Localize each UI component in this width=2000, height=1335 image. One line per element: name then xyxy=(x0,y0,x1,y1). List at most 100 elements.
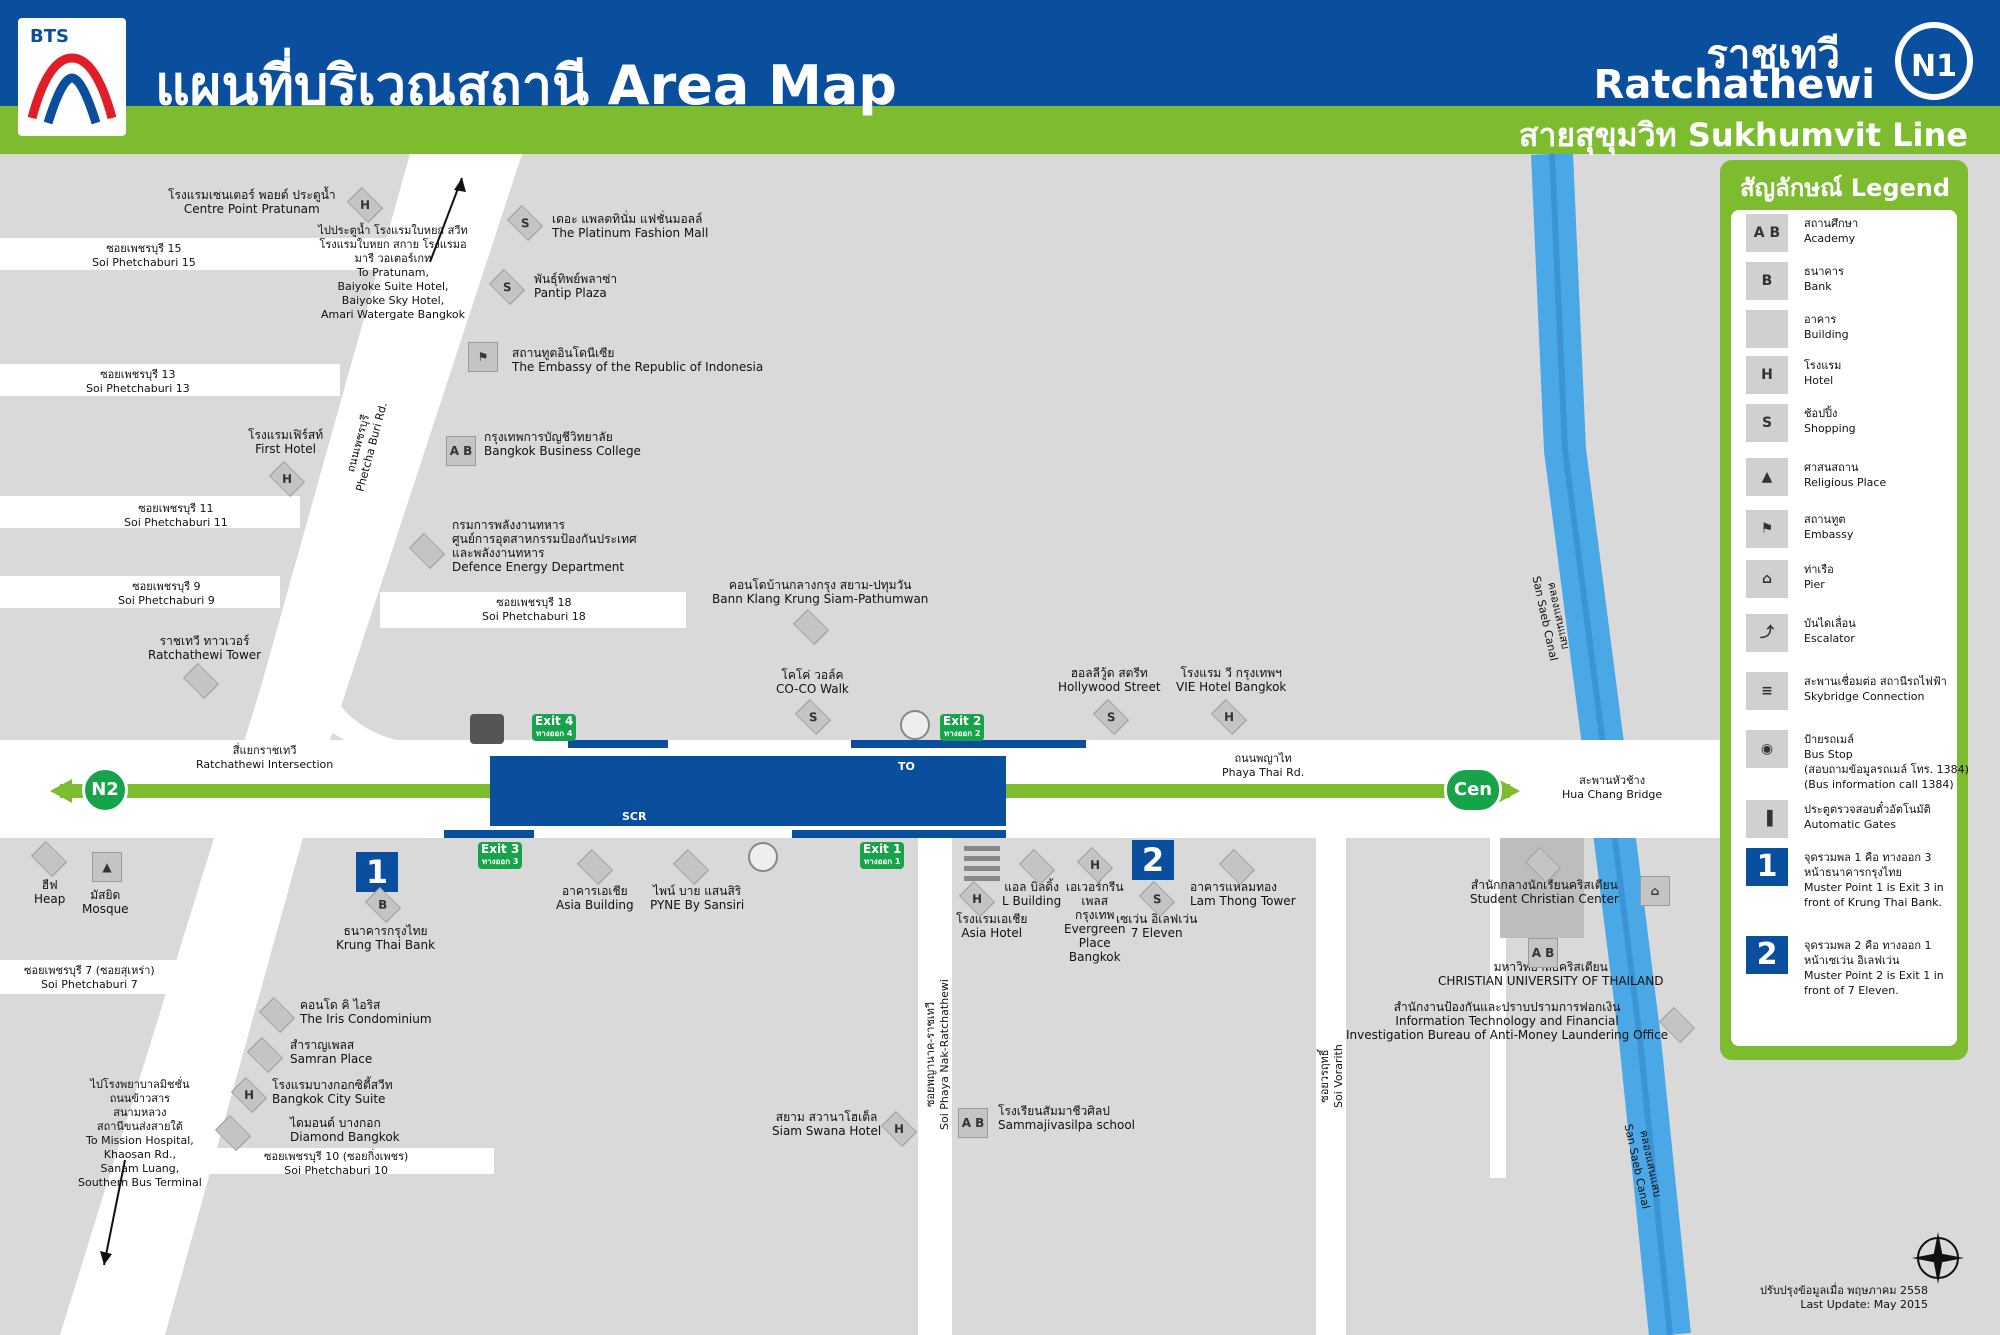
place-ratchathewi-tower-en: Ratchathewi Tower xyxy=(148,648,262,662)
road-label-soi18-th: ซอยเพชรบุรี 18 xyxy=(496,596,572,609)
place-sammajivasilpa-th: โรงเรียนสัมมาชีวศิลป xyxy=(998,1104,1110,1118)
road-label-soi15-en: Soi Phetchaburi 15 xyxy=(92,256,196,269)
road-label-bridge-th: สะพานหัวช้าง xyxy=(1579,774,1646,787)
direction-north-en-3: Baiyoke Sky Hotel, xyxy=(341,294,445,307)
road-label-naksoi: ซอยพญานาค-ราชเทวีSoi Phaya Nak-Ratchathe… xyxy=(924,979,952,1130)
marker-glyph: ▲ xyxy=(102,860,112,874)
to-gate-label: TO xyxy=(898,760,915,773)
escalator-icon xyxy=(470,714,504,744)
station-code-badge: N1 xyxy=(1895,22,1973,100)
arrow-north xyxy=(429,177,463,263)
road-label-naksoi-th: ซอยพญานาค-ราชเทวี xyxy=(924,1001,937,1108)
place-defence-th-2: ศูนย์การอุตสาหกรรมป้องกันประเทศ xyxy=(452,532,637,546)
place-hollywood-th: ฮอลลีวู้ด สตรีท xyxy=(1070,666,1148,680)
station-node-cen[interactable]: Cen xyxy=(1444,767,1502,813)
road-label-vorarith-th: ซอยวรฤทธิ์ xyxy=(1318,1049,1331,1103)
bus-stop-icon xyxy=(748,842,778,872)
direction-north-en-4: Amari Watergate Bangkok xyxy=(321,308,465,321)
road-label-soi11-th: ซอยเพชรบุรี 11 xyxy=(138,502,214,515)
muster-point-1-icon: 1 xyxy=(1746,848,1788,886)
bts-logo xyxy=(18,18,126,136)
place-diamond-th: ไดมอนด์ บางกอก xyxy=(290,1116,381,1130)
station-name-thai: ราชเทวี xyxy=(1706,32,1840,78)
place-krung-thai-bank-en: Krung Thai Bank xyxy=(336,938,436,952)
marker-glyph: H xyxy=(243,1088,255,1102)
road-soi15 xyxy=(0,238,390,270)
direction-south-th-2: ถนนข้าวสาร xyxy=(109,1092,171,1105)
place-sammajivasilpa-en: Sammajivasilpa school xyxy=(998,1118,1136,1132)
road-label-soi7: ซอยเพชรบุรี 7 (ซอยสุเหร่า)Soi Phetchabur… xyxy=(24,964,155,992)
marker-glyph: ⚑ xyxy=(477,350,489,364)
direction-south-th-4: สถานีขนส่งสายใต้ xyxy=(96,1120,183,1133)
road-label-intersection-th: สี่แยกราชเทวี xyxy=(232,744,297,757)
exit-2-label: Exit 2 xyxy=(943,714,982,728)
place-asia-building-en: Asia Building xyxy=(556,898,634,912)
road-label-phayathai-th: ถนนพญาไท xyxy=(1234,752,1292,765)
station-name-en: Ratchathewi xyxy=(1593,62,1875,108)
station-node-n2[interactable]: N2 xyxy=(82,767,128,813)
direction-north-en-1: To Pratunam, xyxy=(357,266,429,279)
exit-3-label-thai: ทางออก 3 xyxy=(481,857,519,866)
legend-item-bus-stop: ◉ ป้ายรถเมล์Bus Stop(สอบถามข้อมูลรถเมล์ โ… xyxy=(1746,730,1969,791)
place-evergreen-th-3: กรุงเทพ xyxy=(1074,908,1115,922)
place-evergreen-th-1: เอเวอร์กรีน xyxy=(1065,880,1124,894)
escalator-icon: ⤴ xyxy=(1746,614,1788,652)
bus-stop-icon: ◉ xyxy=(1746,730,1788,768)
place-asia-hotel-en: Asia Hotel xyxy=(961,926,1023,940)
place-evergreen-en-1: Evergreen xyxy=(1064,922,1126,936)
place-coco-walk-th: โคโค่ วอล์ค xyxy=(781,668,844,682)
place-asia-building-th: อาคารเอเชีย xyxy=(561,884,628,898)
place-heap-th: ฮีฟ xyxy=(41,878,58,892)
academy-icon: A B xyxy=(1528,938,1558,968)
place-embassy-th: สถานทูตอินโดนีเซีย xyxy=(512,346,615,360)
place-hollywood-en: Hollywood Street xyxy=(1058,680,1161,694)
building-icon xyxy=(1746,310,1788,348)
skybridge-marker xyxy=(964,846,1000,881)
place-evergreen-en-3: Bangkok xyxy=(1068,950,1121,964)
academy-icon: A B xyxy=(1746,214,1788,252)
legend-item-label: จุดรวมพล 2 คือ ทางออก 1 หน้าเซเว่น อิเลฟ… xyxy=(1804,939,1944,997)
exit-4-label-thai: ทางออก 4 xyxy=(535,729,573,738)
bus-stop-icon xyxy=(900,710,930,740)
legend-item-label: ป้ายรถเมล์Bus Stop(สอบถามข้อมูลรถเมล์ โท… xyxy=(1804,733,1969,791)
exit-1-label: Exit 1 xyxy=(863,842,902,856)
religious-place-icon: ▲ xyxy=(1746,458,1788,496)
road-label-intersection-en: Ratchathewi Intersection xyxy=(196,758,334,771)
road-soi7 xyxy=(0,960,200,994)
road-label-bridge-en: Hua Chang Bridge xyxy=(1562,788,1663,801)
place-asia-hotel-th: โรงแรมเอเชีย xyxy=(956,912,1028,926)
exit3-stair xyxy=(444,830,534,838)
place-heap-en: Heap xyxy=(34,892,66,906)
muster-point-1-icon: 1 xyxy=(356,852,398,892)
road-soi18 xyxy=(380,592,686,628)
road-label-soi7-th: ซอยเพชรบุรี 7 (ซอยสุเหร่า) xyxy=(24,964,155,977)
place-platinum-en: The Platinum Fashion Mall xyxy=(552,226,709,240)
marker-glyph: B xyxy=(378,898,388,912)
place-lam-thong-en: Lam Thong Tower xyxy=(1190,894,1296,908)
marker-glyph: H xyxy=(359,198,371,212)
legend-title: สัญลักษณ์ Legend xyxy=(1740,174,1951,202)
page-title: แผนที่บริเวณสถานี Area Map xyxy=(155,54,897,117)
